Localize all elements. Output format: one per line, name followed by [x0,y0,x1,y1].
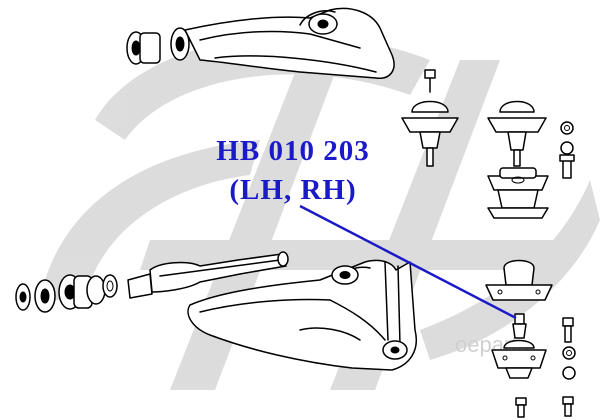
side-label: (LH, RH) [229,174,357,206]
pivot-shaft [127,251,289,299]
lower-control-arm [187,259,417,371]
lower-ball-joint [491,313,547,379]
lower-bushing-set [15,274,118,313]
bump-stop [485,259,553,301]
hardware-right [559,121,575,179]
upper-ball-joint [401,69,459,167]
upper-control-arm [184,7,395,79]
rebound-bumper [487,167,549,219]
leader-line [299,204,517,320]
upper-ball-joint-right [487,100,547,167]
hardware-lower-right [515,317,576,418]
upper-bushing-set [126,27,190,65]
part-number-label: HB 010 203 [216,135,370,167]
